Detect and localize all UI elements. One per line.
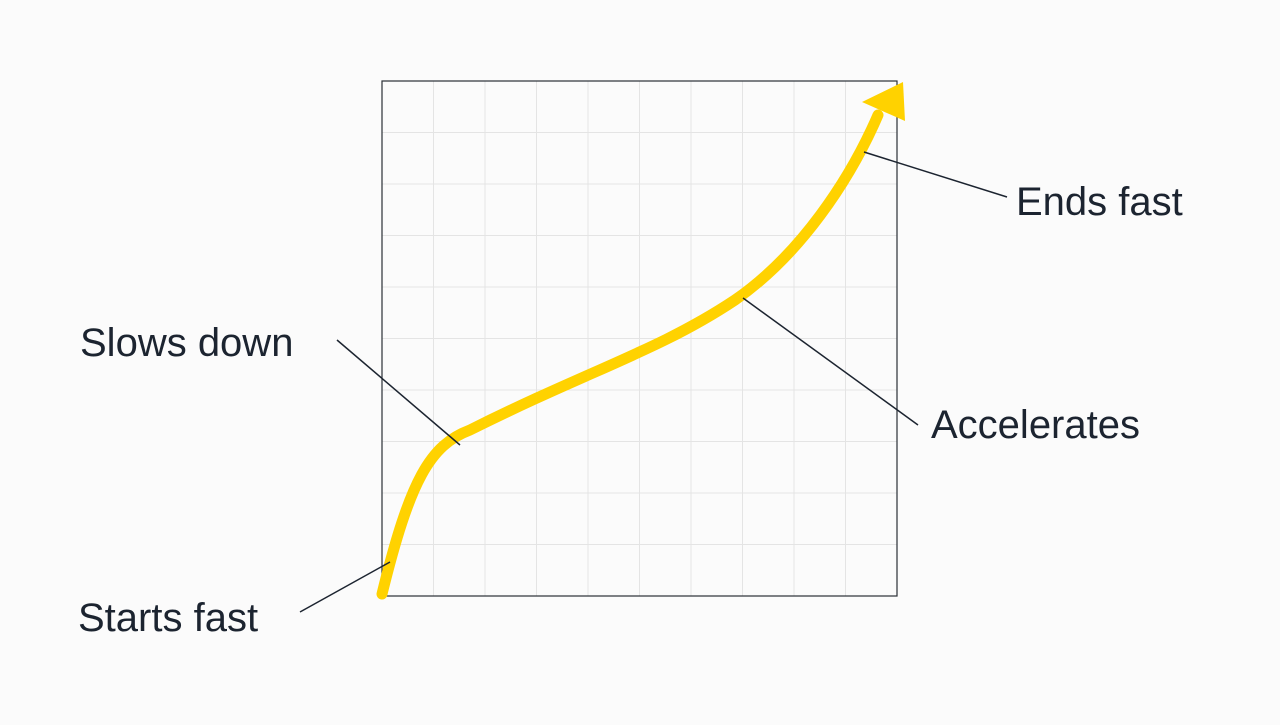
leader-slows-down [336,339,461,446]
label-starts-fast: Starts fast [78,596,258,640]
leader-starts-fast [299,561,391,613]
label-slows-down: Slows down [80,321,293,365]
chart-grid [382,81,897,596]
leader-ends-fast [863,151,1008,198]
arrowhead-icon [862,82,905,121]
leader-accelerates [742,297,919,426]
label-ends-fast: Ends fast [1016,180,1183,224]
label-accelerates: Accelerates [931,403,1140,447]
easing-curve [376,109,884,600]
chart-frame [381,80,898,597]
